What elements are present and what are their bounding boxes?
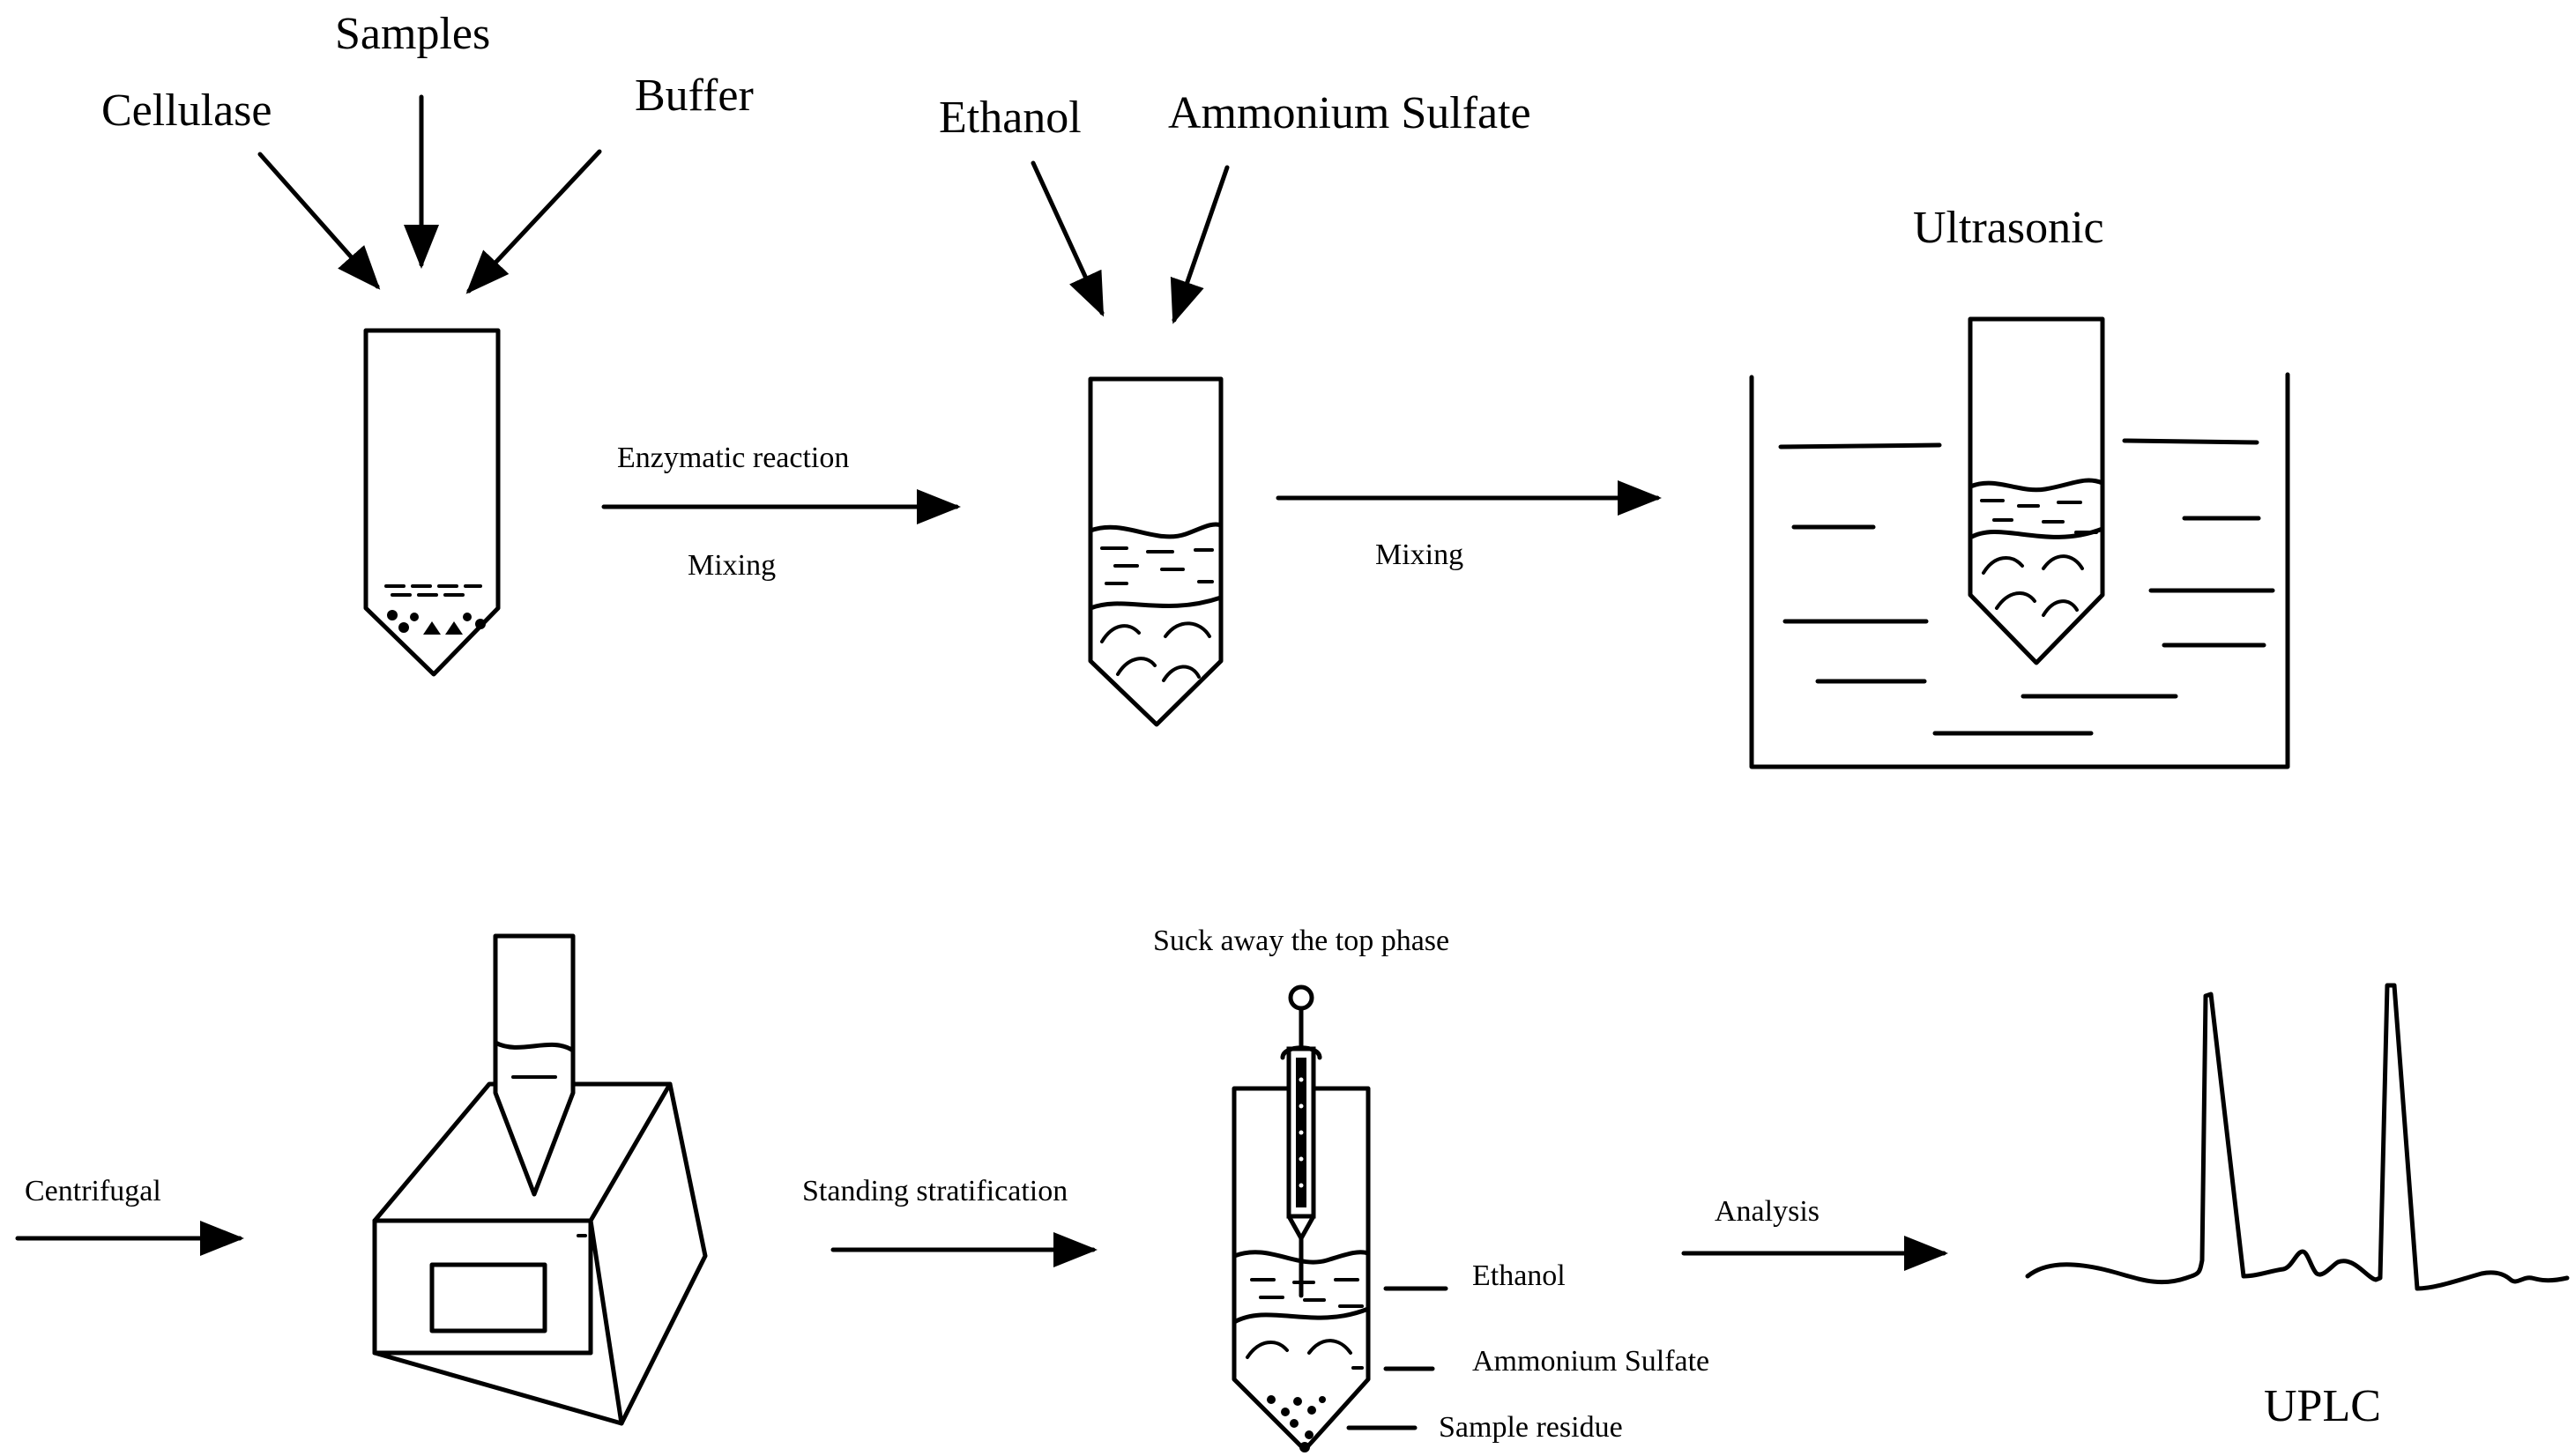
uplc-chromatogram <box>2025 983 2570 1291</box>
bath-water-lines <box>1778 438 2275 736</box>
arrow-ethanol <box>1031 160 1105 317</box>
tube-2-top-phase-marks <box>1100 546 1214 585</box>
tube-4 <box>493 933 576 1197</box>
label-ultrasonic: Ultrasonic <box>1913 203 2104 253</box>
centrifuge-machine <box>372 1081 708 1426</box>
arrow-cellulase <box>257 152 381 290</box>
layer-callouts: Ethanol Ammonium Sulfate Sample residue <box>1346 1259 1709 1444</box>
reagent-arrows-step1 <box>257 94 602 294</box>
tube-2-bottom-phase-arcs <box>1100 621 1211 682</box>
label-samples: Samples <box>335 9 490 59</box>
ultrasonic-bath <box>1749 372 2290 769</box>
label-mixing-1: Mixing <box>688 549 776 582</box>
tube-5-sample-residue <box>1267 1395 1326 1452</box>
label-suck-away: Suck away the top phase <box>1153 925 1449 957</box>
label-layer-sample-residue: Sample residue <box>1439 1411 1623 1444</box>
arrow-ammonium-sulfate <box>1170 165 1230 324</box>
syringe <box>1280 984 1322 1298</box>
arrow-buffer <box>465 149 602 294</box>
label-uplc: UPLC <box>2264 1381 2381 1431</box>
label-ethanol-in: Ethanol <box>939 93 1082 143</box>
label-centrifugal: Centrifugal <box>25 1175 161 1207</box>
label-standing-stratification: Standing stratification <box>802 1175 1068 1207</box>
label-buffer: Buffer <box>635 71 754 121</box>
label-enzymatic-reaction: Enzymatic reaction <box>617 442 849 474</box>
label-ammonium-sulfate-in: Ammonium Sulfate <box>1168 88 1531 138</box>
tube-3 <box>1968 316 2105 665</box>
label-layer-ammonium-sulfate: Ammonium Sulfate <box>1472 1345 1709 1378</box>
label-cellulase: Cellulase <box>101 85 272 136</box>
centrifuge-display <box>429 1262 547 1333</box>
tube-1-sediment <box>384 584 486 635</box>
tube-5 <box>1232 1086 1371 1452</box>
tube-2 <box>1088 376 1224 727</box>
label-layer-ethanol: Ethanol <box>1472 1259 1566 1292</box>
label-analysis: Analysis <box>1715 1195 1820 1228</box>
tube-1 <box>363 328 501 677</box>
label-mixing-2: Mixing <box>1375 539 1463 571</box>
